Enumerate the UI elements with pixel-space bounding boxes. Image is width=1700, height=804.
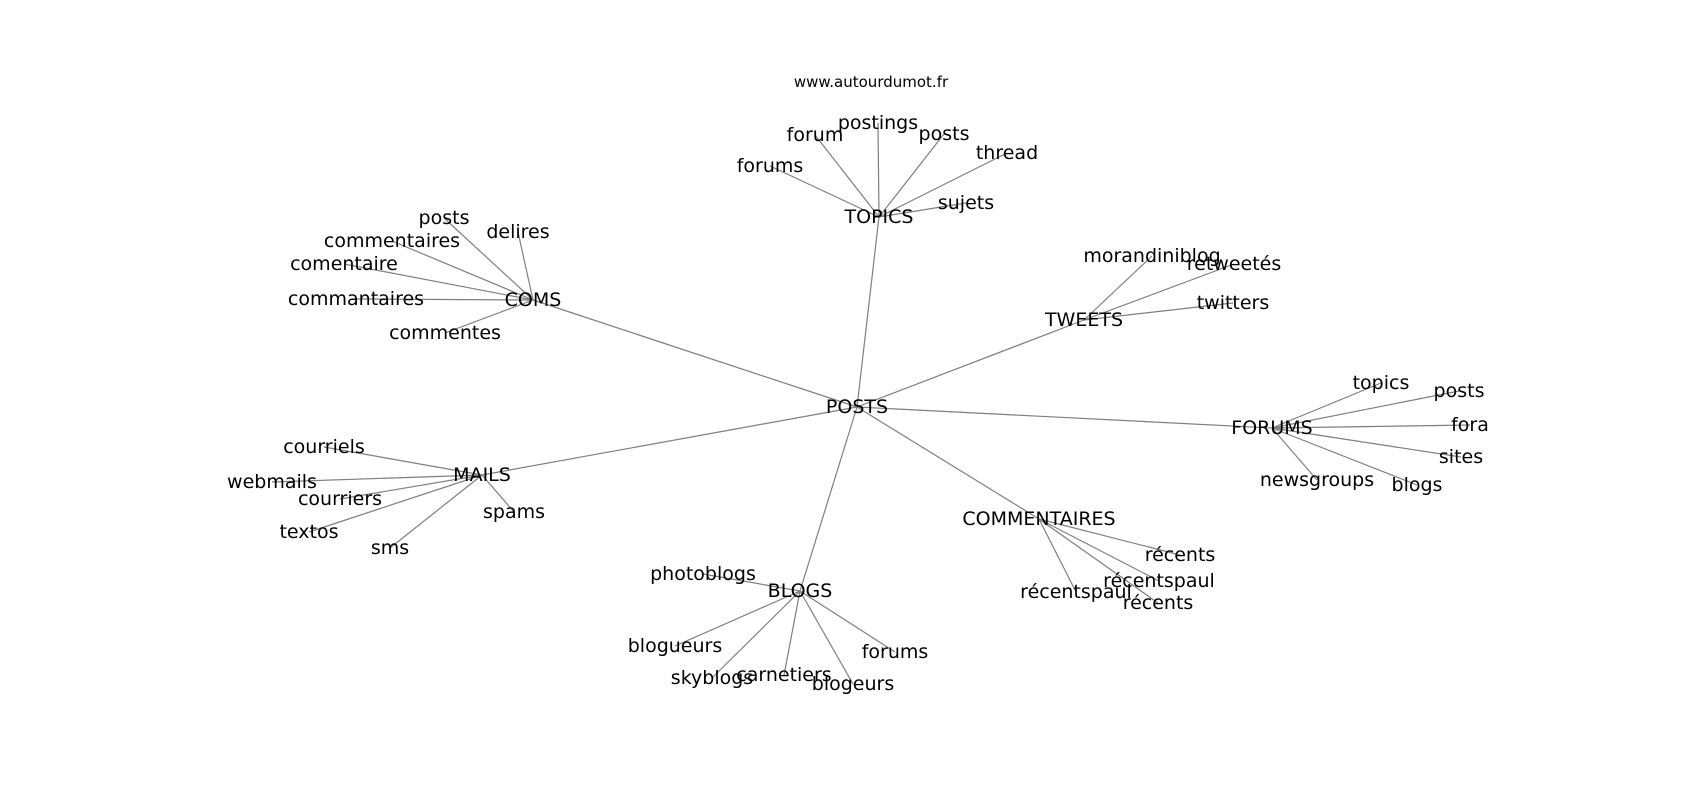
node-word-forums-4: blogs xyxy=(1392,474,1443,496)
node-word-forums-2: fora xyxy=(1451,414,1489,436)
edge-commentaires-2 xyxy=(1038,518,1159,604)
node-word-topics-3: posts xyxy=(919,123,970,145)
node-hub-mails: MAILS xyxy=(453,464,511,486)
edge-tweets-1 xyxy=(1083,263,1235,321)
node-word-mails-0: courriels xyxy=(283,436,365,458)
node-word-tweets-0: morandiniblog xyxy=(1083,245,1220,267)
node-word-coms-3: comentaire xyxy=(290,253,398,275)
edge-topics-1 xyxy=(814,134,880,218)
node-word-commentaires-3: récentspaul xyxy=(1020,581,1132,603)
edge-blogs-1 xyxy=(674,590,801,647)
edge-commentaires-3 xyxy=(1038,518,1077,593)
edge-topics-0 xyxy=(769,165,880,218)
node-word-forums-3: sites xyxy=(1439,446,1483,468)
node-word-coms-4: commantaires xyxy=(288,288,424,310)
node-word-forums-5: newsgroups xyxy=(1260,469,1374,491)
edge-forums-5 xyxy=(1271,427,1318,481)
edge-coms-1 xyxy=(517,231,534,301)
node-word-topics-1: forum xyxy=(787,124,844,146)
edge-blogs-0 xyxy=(702,573,801,592)
node-word-coms-0: posts xyxy=(419,207,470,229)
node-word-mails-4: sms xyxy=(371,537,409,559)
edge-mails-0 xyxy=(323,446,483,476)
edge-mails-2 xyxy=(339,474,483,500)
edge-forums-1 xyxy=(1271,390,1460,429)
node-word-topics-0: forums xyxy=(737,155,804,177)
node-hub-blogs: BLOGS xyxy=(768,580,833,602)
node-root: POSTS xyxy=(826,396,888,418)
edge-coms-3 xyxy=(343,263,534,301)
node-word-topics-2: postings xyxy=(838,112,918,134)
node-word-coms-2: commentaires xyxy=(324,230,460,252)
node-word-tweets-1: retweetés xyxy=(1187,253,1282,275)
node-word-commentaires-2: récents xyxy=(1123,592,1194,614)
edge-forums-3 xyxy=(1271,427,1462,458)
edge-coms-2 xyxy=(391,240,534,301)
node-word-commentaires-1: récentspaul xyxy=(1103,570,1215,592)
edge-blogs-5 xyxy=(799,590,896,653)
edge-mails-3 xyxy=(308,474,483,533)
node-word-blogs-2: skyblogs xyxy=(671,667,753,689)
node-hub-tweets: TWEETS xyxy=(1044,309,1123,331)
edge-root-mails xyxy=(481,406,858,476)
edge-forums-0 xyxy=(1271,382,1382,429)
node-word-coms-5: commentes xyxy=(389,322,501,344)
edge-root-coms xyxy=(532,299,858,408)
edge-coms-4 xyxy=(355,298,534,301)
edge-blogs-4 xyxy=(799,590,854,685)
edge-commentaires-0 xyxy=(1038,518,1181,556)
node-word-mails-2: courriers xyxy=(298,488,382,510)
edge-root-blogs xyxy=(799,406,858,592)
node-word-topics-4: thread xyxy=(976,142,1038,164)
edge-coms-0 xyxy=(443,217,534,301)
node-word-mails-3: textos xyxy=(279,521,338,543)
edge-mails-4 xyxy=(389,474,483,549)
edge-topics-3 xyxy=(878,133,945,218)
node-word-mails-1: webmails xyxy=(227,471,317,493)
edge-coms-5 xyxy=(444,299,534,334)
node-word-mails-5: spams xyxy=(483,501,545,523)
node-word-commentaires-0: récents xyxy=(1145,544,1216,566)
node-hub-forums: FORUMS xyxy=(1231,417,1312,439)
node-word-forums-0: topics xyxy=(1353,372,1410,394)
edge-topics-5 xyxy=(878,202,967,218)
edge-forums-2 xyxy=(1271,424,1471,429)
node-word-blogs-5: forums xyxy=(862,641,929,663)
node-hub-commentaires: COMMENTAIRES xyxy=(962,508,1115,530)
edge-root-commentaires xyxy=(856,406,1040,520)
edge-forums-4 xyxy=(1271,427,1418,486)
node-word-blogs-3: carnetiers xyxy=(736,664,831,686)
node-hub-topics: TOPICS xyxy=(844,206,914,228)
edge-blogs-3 xyxy=(783,590,801,676)
edges-layer xyxy=(271,122,1471,685)
node-word-topics-5: sujets xyxy=(938,192,994,214)
edge-topics-2 xyxy=(877,122,880,218)
site-url: www.autourdumot.fr xyxy=(793,73,949,91)
edge-root-topics xyxy=(856,216,880,408)
edge-tweets-2 xyxy=(1083,302,1234,321)
edge-root-forums xyxy=(856,406,1273,429)
edge-blogs-2 xyxy=(711,590,801,679)
node-word-coms-1: delires xyxy=(486,221,549,243)
node-word-forums-1: posts xyxy=(1434,380,1485,402)
edge-tweets-0 xyxy=(1083,255,1153,321)
node-hub-coms: COMS xyxy=(505,289,562,311)
edge-commentaires-1 xyxy=(1038,518,1160,582)
edge-topics-4 xyxy=(878,152,1008,218)
node-word-tweets-2: twitters xyxy=(1197,292,1270,314)
edge-mails-5 xyxy=(481,474,515,513)
node-word-blogs-0: photoblogs xyxy=(650,563,756,585)
node-word-blogs-4: blogeurs xyxy=(812,673,894,695)
node-word-blogs-1: blogueurs xyxy=(628,635,723,657)
edge-root-tweets xyxy=(856,319,1085,408)
edge-mails-1 xyxy=(271,474,483,483)
